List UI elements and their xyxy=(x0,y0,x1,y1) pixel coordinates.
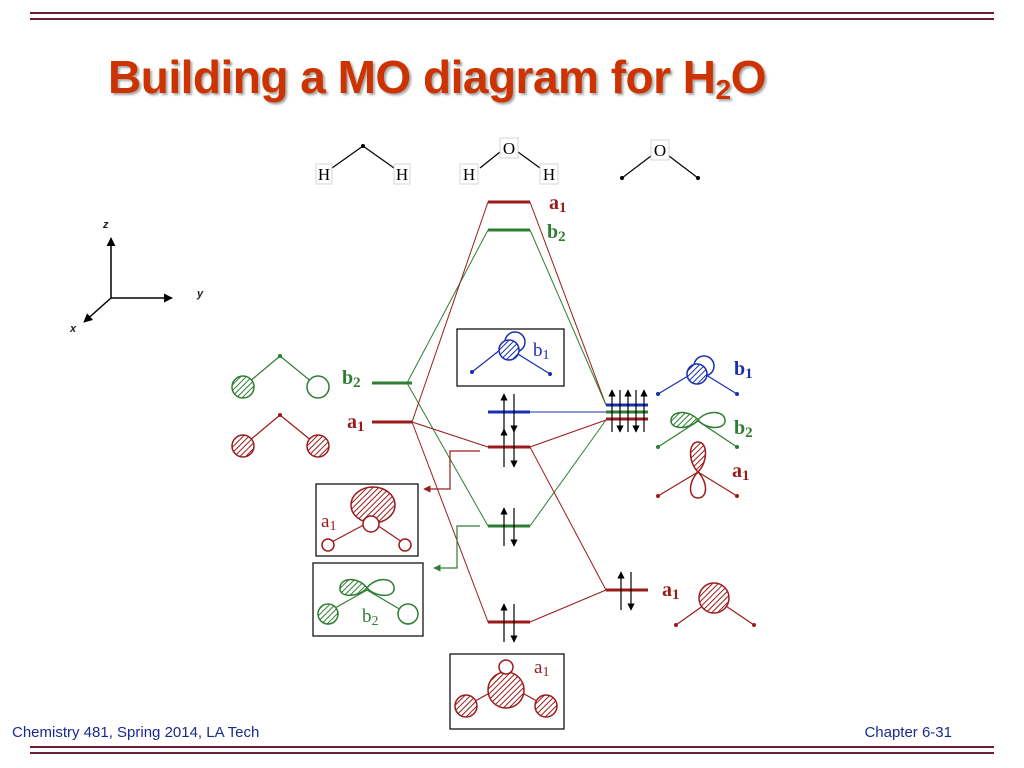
footer-chapter: Chapter 6-31 xyxy=(864,724,952,741)
svg-text:a1: a1 xyxy=(549,192,567,216)
h-label-left: H xyxy=(318,165,330,184)
h-label-mol-right: H xyxy=(543,165,555,184)
electron-spins xyxy=(500,389,648,643)
o-label-a1: a1 xyxy=(732,460,750,484)
o-2p-a1-orbital xyxy=(656,441,739,499)
o-label-fragment: O xyxy=(654,141,666,160)
o-label-b2: b2 xyxy=(734,417,753,441)
correlation-lines xyxy=(406,201,607,623)
x-axis-label: x xyxy=(69,323,77,335)
svg-text:a1: a1 xyxy=(662,579,680,603)
svg-text:b2: b2 xyxy=(547,221,566,245)
top-rule-1 xyxy=(30,12,994,14)
svg-text:b2: b2 xyxy=(734,417,753,441)
coordinate-axes: z y x xyxy=(69,219,204,335)
svg-text:a1: a1 xyxy=(534,657,549,680)
bottom-rule-1 xyxy=(30,746,994,748)
salc-label-b2: b2 xyxy=(342,367,361,391)
mo-label-b2-top: b2 xyxy=(547,221,566,245)
h-label-mol-left: H xyxy=(463,165,475,184)
footer-course: Chemistry 481, Spring 2014, LA Tech xyxy=(12,724,260,741)
o-2p-b2-orbital xyxy=(656,411,739,449)
box-b2-orbital-left: b2 xyxy=(312,562,424,637)
o-2p-b1-orbital xyxy=(656,355,739,396)
box-a1-orbital-left: a1 xyxy=(315,483,419,557)
o-label-2s-a1: a1 xyxy=(662,579,680,603)
svg-text:a1: a1 xyxy=(347,411,365,435)
o-fragment-sketch: O xyxy=(620,139,700,180)
mo-levels xyxy=(372,200,648,624)
svg-text:b2: b2 xyxy=(342,367,361,391)
box-b1-orbital: b1 xyxy=(456,328,565,387)
h2o-molecule-sketch: O H H xyxy=(459,137,559,185)
svg-text:b1: b1 xyxy=(734,358,753,382)
salc-b2-orbital xyxy=(231,354,330,399)
y-axis-label: y xyxy=(196,288,204,300)
pointer-arrows xyxy=(423,450,480,572)
salc-a1-orbital xyxy=(231,413,330,458)
z-axis-label: z xyxy=(102,219,109,231)
slide-title: Building a MO diagram for H2O xyxy=(108,51,766,105)
o-2s-orbital xyxy=(674,582,756,627)
svg-text:a1: a1 xyxy=(321,511,336,534)
h-label-right: H xyxy=(396,165,408,184)
mo-label-a1-top: a1 xyxy=(549,192,567,216)
svg-text:a1: a1 xyxy=(732,460,750,484)
box-a1-orbital-bottom: a1 xyxy=(449,653,565,730)
svg-text:b1: b1 xyxy=(533,340,550,363)
o-label-b1: b1 xyxy=(734,358,753,382)
h2-fragment-sketch: H H xyxy=(315,144,411,185)
svg-text:b2: b2 xyxy=(362,606,379,629)
bottom-rule-2 xyxy=(30,752,994,754)
salc-label-a1: a1 xyxy=(347,411,365,435)
top-rule-2 xyxy=(30,18,994,20)
o-label-center: O xyxy=(503,139,515,158)
